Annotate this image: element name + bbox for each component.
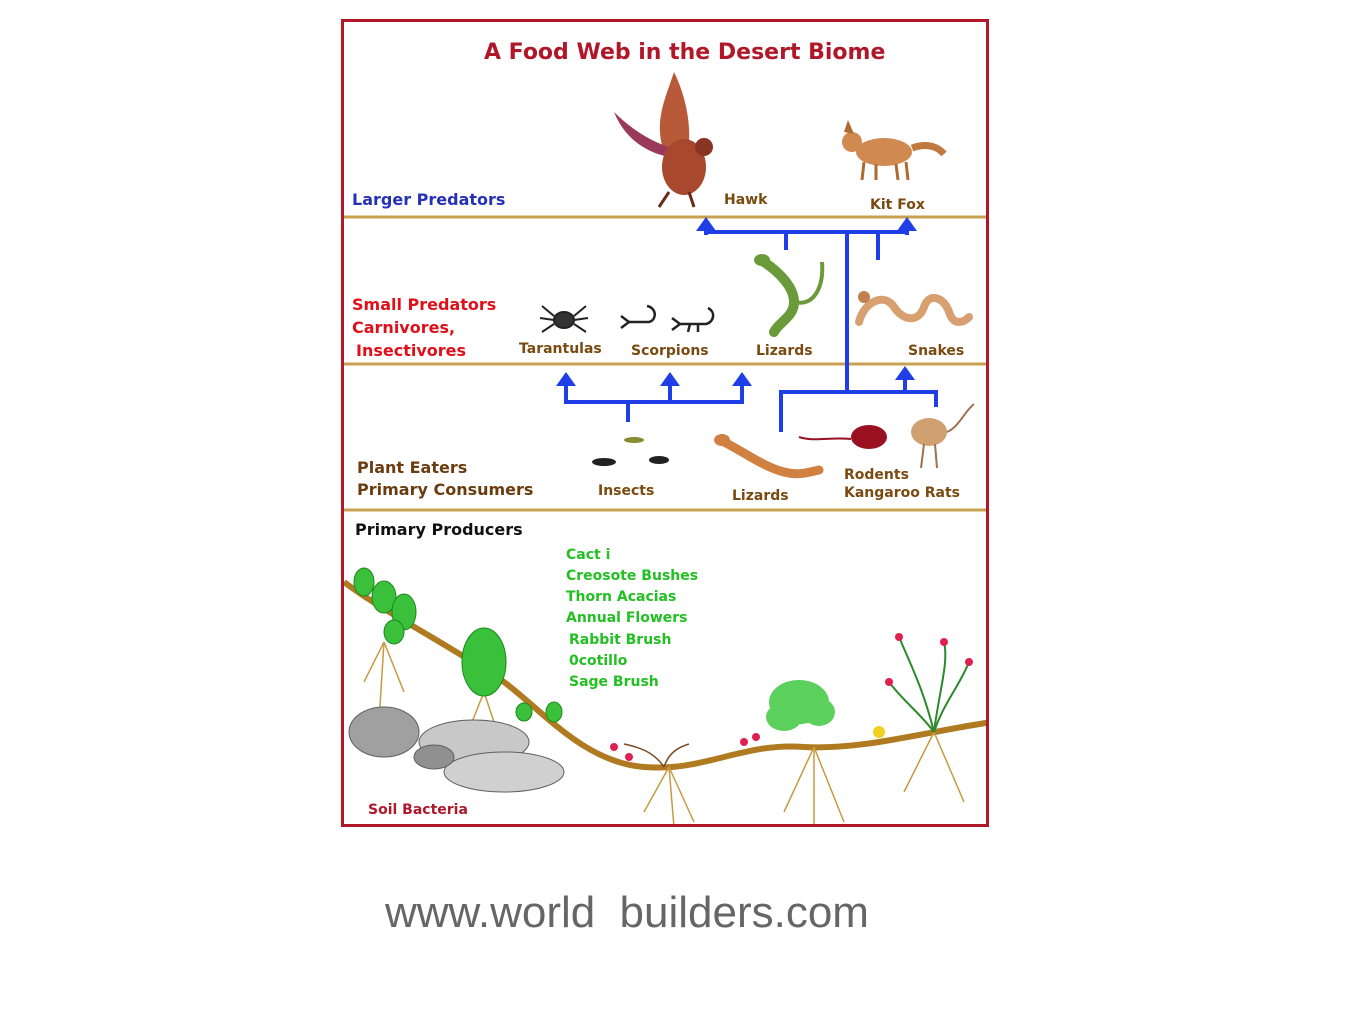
level-primary-producers: Primary Producers (355, 520, 523, 539)
label-hawk: Hawk (724, 192, 768, 208)
level-larger-predators: Larger Predators (352, 190, 506, 209)
producer-rabbit-brush: Rabbit Brush (569, 632, 672, 648)
hawk-icon (614, 72, 713, 208)
lizard-icon (754, 254, 825, 337)
food-web-diagram: A Food Web in the Desert Biome Larger Pr… (341, 19, 989, 827)
rocks (348, 706, 565, 793)
label-soil-bacteria: Soil Bacteria (368, 802, 468, 818)
rodent-icon (798, 425, 887, 449)
level-carnivores: Carnivores, (352, 318, 456, 337)
ocotillo-icon (888, 636, 970, 733)
food-web-arrows (564, 230, 938, 432)
label-kangaroo-rats: Kangaroo Rats (844, 485, 960, 501)
acacia-icon (623, 743, 690, 768)
level-primary-consumers: Primary Consumers (357, 480, 534, 499)
producer-thorn-acacias: Thorn Acacias (566, 589, 677, 605)
kit-fox-icon (842, 120, 947, 181)
label-lizards-bottom: Lizards (732, 488, 789, 504)
scorpion-icon-2 (671, 306, 715, 333)
arrow-heads (556, 217, 917, 386)
kangaroo-rat-icon (911, 403, 975, 469)
label-snakes: Snakes (908, 343, 965, 359)
insects-icon (592, 437, 669, 466)
diagram-graphics (344, 72, 986, 824)
label-scorpions: Scorpions (631, 343, 709, 359)
label-kit-fox: Kit Fox (870, 197, 925, 213)
source-url-part-1: www.world (385, 888, 596, 937)
label-tarantulas: Tarantulas (519, 341, 602, 357)
label-insects: Insects (598, 483, 655, 499)
label-lizards-top: Lizards (756, 343, 813, 359)
scorpion-icon (620, 304, 656, 329)
cactus-icon (353, 567, 563, 723)
lizard-icon-2 (714, 434, 824, 479)
creosote-bush-icon (766, 680, 835, 731)
source-url: www.world builders.com (385, 888, 869, 938)
level-small-predators: Small Predators (352, 295, 497, 314)
source-url-part-2: builders.com (619, 888, 869, 937)
ground-line (344, 579, 986, 771)
label-rodents: Rodents (844, 467, 909, 483)
producer-creosote: Creosote Bushes (566, 568, 699, 584)
flowers-icon (610, 633, 973, 761)
level-insectivores: Insectivores (356, 341, 467, 360)
diagram-title: A Food Web in the Desert Biome (484, 40, 886, 65)
producer-annual-flowers: Annual Flowers (566, 610, 688, 626)
tarantula-icon (539, 305, 589, 333)
producer-cacti: Cact i (566, 547, 611, 563)
annual-flower-icon (873, 726, 885, 738)
snake-icon (855, 291, 973, 326)
level-dividers (344, 215, 986, 512)
level-plant-eaters: Plant Eaters (357, 458, 468, 477)
producer-ocotillo: 0cotillo (569, 653, 628, 669)
producer-sage-brush: Sage Brush (569, 674, 659, 690)
